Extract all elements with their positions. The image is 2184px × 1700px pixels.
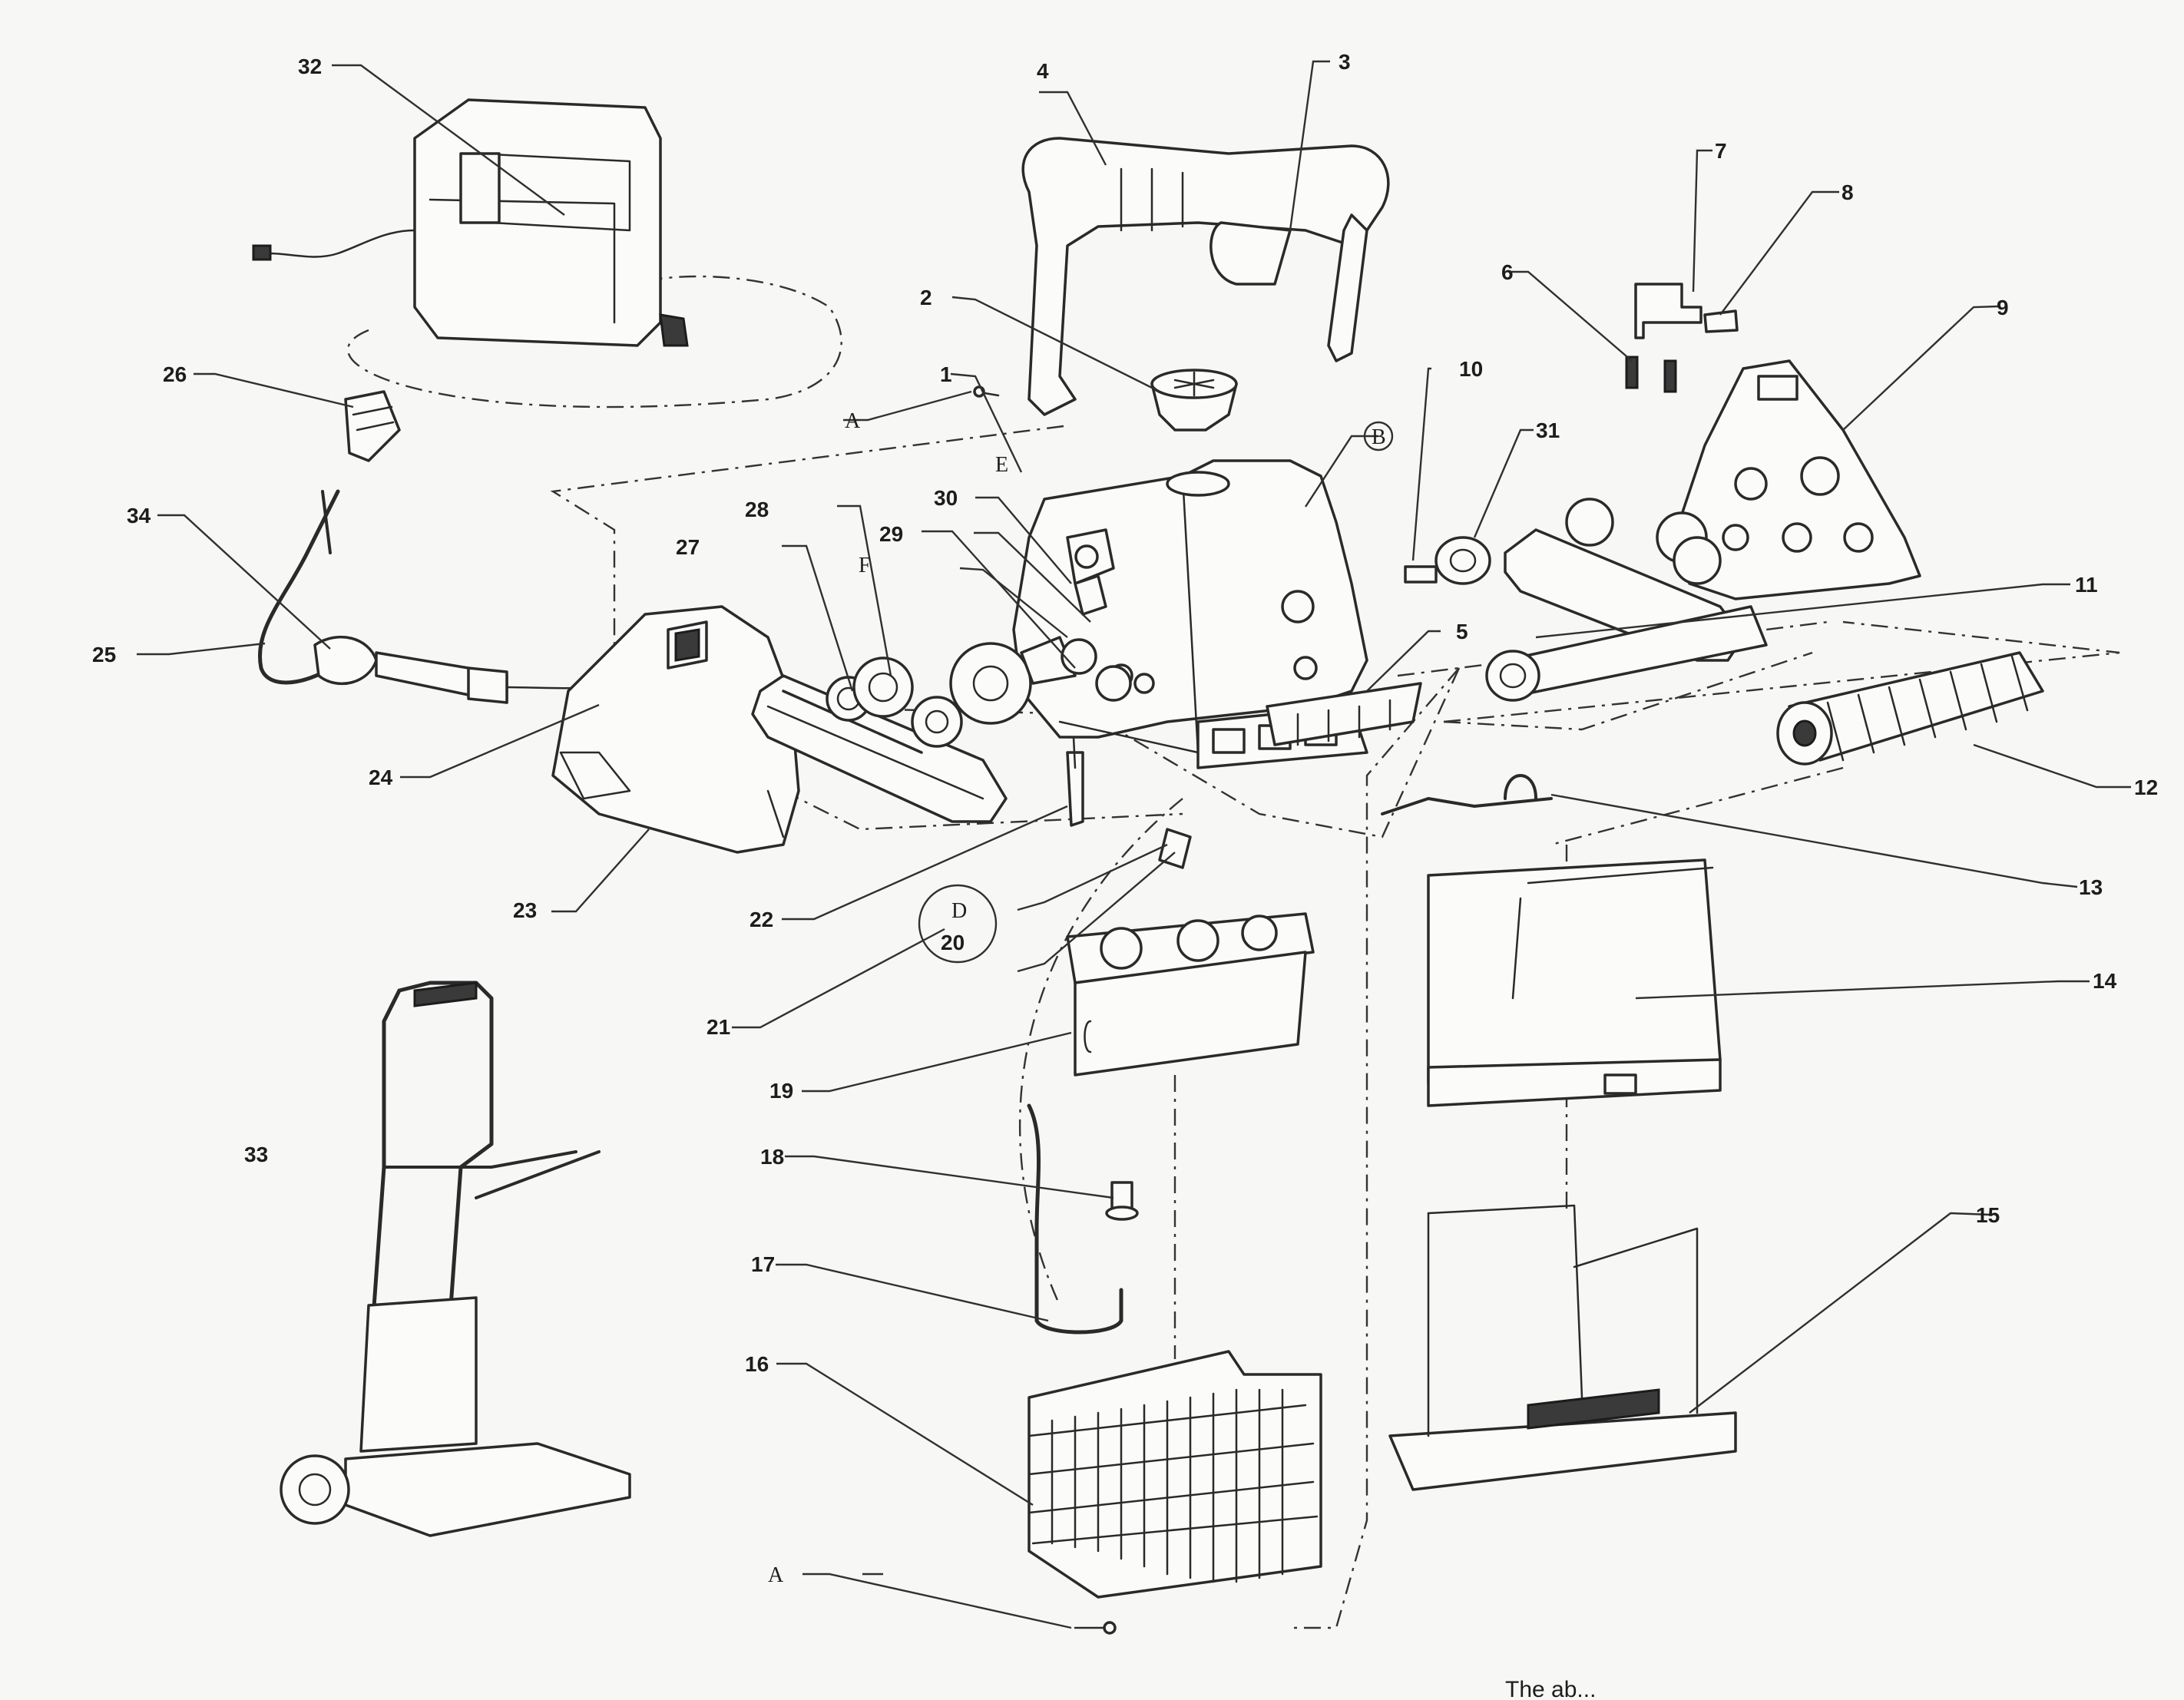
callout-26: 26 (163, 362, 187, 386)
reference-markers (918, 421, 1394, 964)
ref-letter-d: D (951, 899, 967, 923)
callout-18: 18 (760, 1145, 784, 1169)
callout-8: 8 (1842, 180, 1854, 204)
power-supply-unit (252, 98, 689, 347)
brush-roller (1776, 651, 2044, 766)
callout-7: 7 (1715, 139, 1727, 163)
filter-bag (1427, 858, 1722, 1107)
filter-hanger (1381, 774, 1553, 815)
callout-23: 23 (513, 898, 537, 922)
callout-22: 22 (750, 908, 773, 931)
reference-letter-labels: A A B D E F (768, 409, 1386, 1587)
filter-basket (1027, 1350, 1322, 1599)
callout-10: 10 (1459, 357, 1483, 381)
ref-letter-a-bottom: A (768, 1563, 784, 1587)
impeller-part (1150, 369, 1238, 432)
callout-5: 5 (1456, 620, 1468, 643)
callout-24: 24 (369, 766, 393, 789)
callout-6: 6 (1501, 260, 1514, 284)
callout-11: 11 (2075, 573, 2098, 597)
ref-letter-e: E (995, 453, 1008, 477)
axle-and-bearing (1404, 536, 1768, 702)
leader-lines (137, 60, 2131, 1629)
callout-29: 29 (879, 522, 903, 546)
filter-frame (1388, 1204, 1737, 1491)
fastener-screw-bottom (1074, 1621, 1117, 1635)
callout-3: 3 (1339, 50, 1351, 74)
ref-letter-a-top: A (845, 409, 861, 433)
callout-34: 34 (127, 504, 151, 528)
callout-19: 19 (769, 1079, 793, 1103)
callout-31: 31 (1536, 418, 1560, 442)
right-side-plate (1673, 359, 1921, 600)
callout-12: 12 (2134, 776, 2158, 799)
callout-13: 13 (2079, 875, 2103, 899)
fastener-screw-top (973, 385, 1000, 398)
callout-2: 2 (920, 286, 932, 309)
spring-and-bracket (1625, 283, 1739, 393)
callout-9: 9 (1997, 296, 2009, 319)
callout-1: 1 (940, 362, 952, 386)
left-side-plate (551, 605, 800, 854)
callout-4: 4 (1037, 59, 1049, 83)
footer-text: The ab... (1505, 1677, 1596, 1700)
callout-17: 17 (751, 1252, 775, 1276)
tube-and-valve (1027, 1103, 1139, 1335)
callout-27: 27 (676, 535, 700, 559)
callout-labels: 32 26 34 25 24 23 22 21 20 19 18 17 16 3… (92, 50, 2158, 1376)
callout-15: 15 (1976, 1203, 2000, 1227)
clip-part (1066, 736, 1084, 827)
callout-32: 32 (298, 55, 322, 78)
left-drive-tracks (751, 574, 1132, 823)
callout-16: 16 (745, 1352, 769, 1376)
handle-assembly (1021, 137, 1390, 416)
callout-14: 14 (2093, 969, 2117, 993)
callout-33: 33 (244, 1143, 268, 1166)
filter-housing (1066, 828, 1315, 1077)
bumper-strip (1266, 682, 1422, 746)
caddy-cart (280, 981, 631, 1537)
callout-20: 20 (941, 931, 965, 954)
swivel-part (344, 390, 401, 462)
ref-letter-f: F (859, 554, 871, 577)
callout-25: 25 (92, 643, 116, 666)
callout-30: 30 (934, 486, 958, 510)
ref-letter-b: B (1372, 425, 1386, 449)
callout-21: 21 (706, 1015, 730, 1039)
callout-28: 28 (745, 498, 769, 521)
